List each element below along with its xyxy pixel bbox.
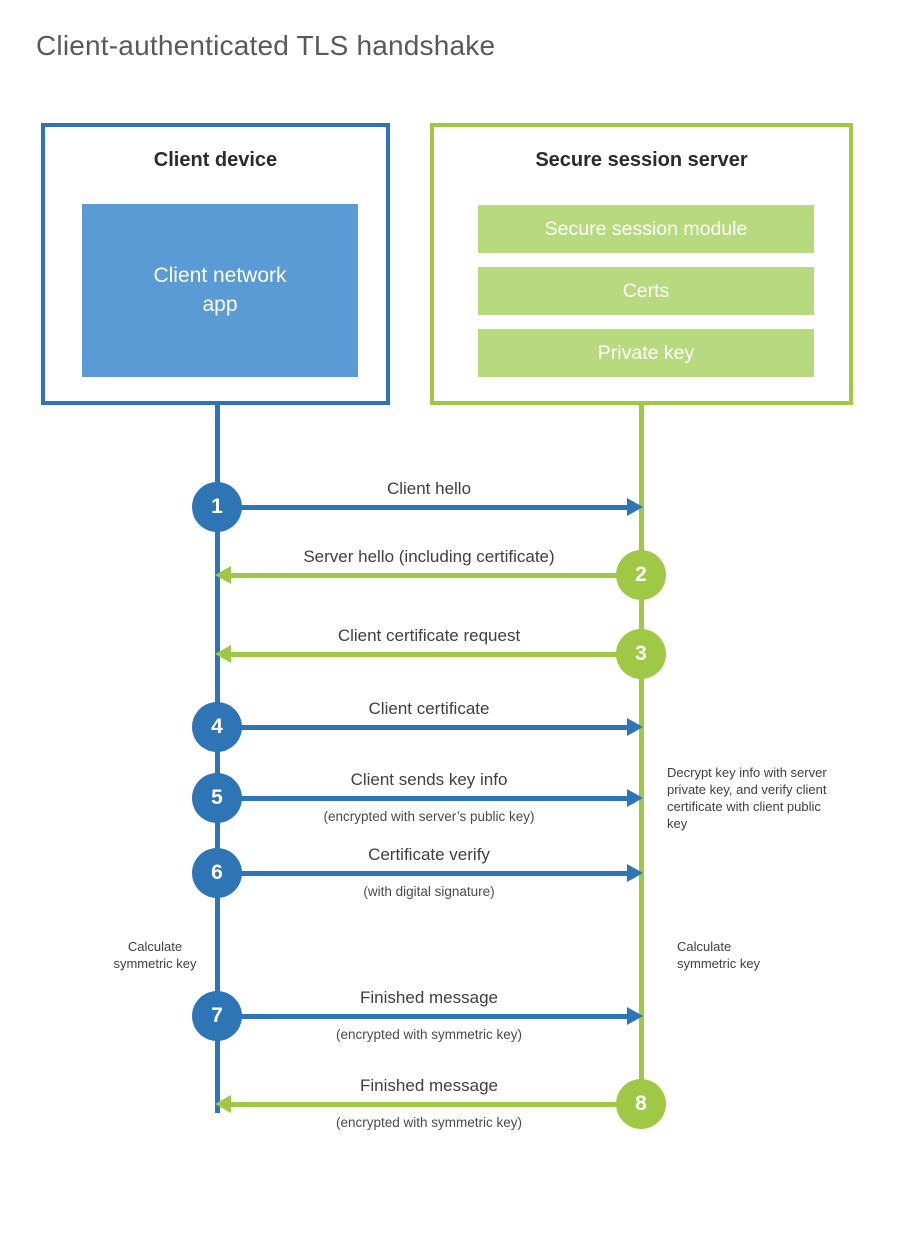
step-7-arrowhead-icon [627, 1007, 643, 1025]
step-7-label: Finished message [360, 988, 498, 1007]
step-1-arrow-line [217, 505, 627, 510]
step-7-number: 7 [211, 1004, 223, 1027]
client-device-box: Client device Client network app [41, 123, 390, 405]
step-8-sublabel: (encrypted with symmetric key) [335, 1115, 523, 1130]
step-6-circle: 6 [192, 848, 242, 898]
step-6-number: 6 [211, 861, 223, 884]
secure-session-server-title: Secure session server [535, 149, 748, 171]
step-5-sublabel: (encrypted with server’s public key) [323, 809, 535, 824]
server-module-secure-session: Secure session module [478, 205, 814, 253]
step-1-circle: 1 [192, 482, 242, 532]
step-2-number: 2 [635, 563, 647, 586]
server-module-private-key: Private key [478, 329, 814, 377]
step-5-label: Client sends key info [350, 770, 508, 789]
step-3-number: 3 [635, 642, 647, 665]
step-5-number: 5 [211, 786, 223, 809]
step-5-circle: 5 [192, 773, 242, 823]
step-8-label: Finished message [360, 1076, 498, 1095]
calculate-symmetric-key-server: Calculate symmetric key [677, 939, 761, 971]
step-3-label: Client certificate request [337, 626, 521, 645]
client-lifeline [215, 405, 220, 1113]
decrypt-key-note: Decrypt key info with server private key… [667, 765, 827, 831]
step-8-arrow-line [231, 1102, 641, 1107]
step-2-label: Server hello (including certificate) [303, 547, 555, 566]
step-6-arrow-line [217, 871, 627, 876]
step-1-arrowhead-icon [627, 498, 643, 516]
page-title: Client-authenticated TLS handshake [36, 30, 496, 61]
step-6-sublabel: (with digital signature) [363, 884, 495, 899]
step-4-number: 4 [211, 715, 223, 738]
step-1-number: 1 [211, 495, 223, 518]
step-6-arrowhead-icon [627, 864, 643, 882]
step-7-sublabel: (encrypted with symmetric key) [335, 1027, 523, 1042]
step-8-number: 8 [635, 1092, 647, 1115]
step-2-arrowhead-icon [215, 566, 231, 584]
secure-session-server-box: Secure session server Secure session mod… [430, 123, 853, 405]
step-2-arrow-line [231, 573, 641, 578]
step-3-arrow-line [231, 652, 641, 657]
server-module-certs: Certs [478, 267, 814, 315]
client-network-app-box: Client network app [82, 204, 358, 377]
step-7-arrow-line [217, 1014, 627, 1019]
step-4-label: Client certificate [368, 699, 490, 718]
client-device-title: Client device [153, 149, 278, 171]
step-3-arrowhead-icon [215, 645, 231, 663]
step-3-circle: 3 [616, 629, 666, 679]
step-8-circle: 8 [616, 1079, 666, 1129]
step-1-label: Client hello [386, 479, 472, 498]
step-4-arrow-line [217, 725, 627, 730]
step-5-arrowhead-icon [627, 789, 643, 807]
step-2-circle: 2 [616, 550, 666, 600]
step-7-circle: 7 [192, 991, 242, 1041]
step-4-circle: 4 [192, 702, 242, 752]
server-lifeline [639, 405, 644, 1105]
step-6-label: Certificate verify [368, 845, 490, 864]
step-4-arrowhead-icon [627, 718, 643, 736]
step-5-arrow-line [217, 796, 627, 801]
client-network-app-label: Client network app [153, 264, 287, 316]
step-8-arrowhead-icon [215, 1095, 231, 1113]
calculate-symmetric-key-client: Calculate symmetric key [113, 939, 197, 971]
